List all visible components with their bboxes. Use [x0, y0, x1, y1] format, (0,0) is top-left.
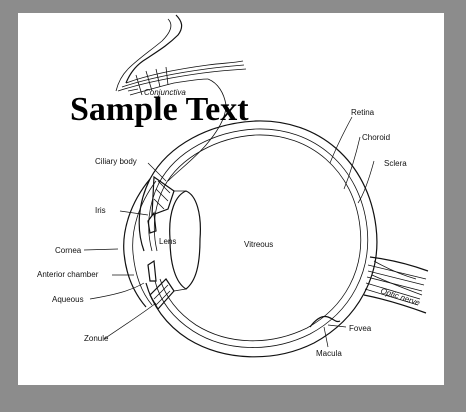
- labels: Conjunctiva Retina Choroid Sclera Ciliar…: [37, 88, 422, 358]
- eyelid-fold: [115, 14, 247, 182]
- diagram-frame: Conjunctiva Retina Choroid Sclera Ciliar…: [18, 13, 444, 385]
- label-retina: Retina: [351, 108, 375, 117]
- cornea-outline: [123, 178, 151, 308]
- label-conjunctiva: Conjunctiva: [144, 88, 186, 97]
- leader-lines: [83, 88, 375, 348]
- label-aqueous: Aqueous: [52, 295, 84, 304]
- eye-diagram: Conjunctiva Retina Choroid Sclera Ciliar…: [37, 14, 429, 358]
- label-ciliary-body: Ciliary body: [95, 157, 137, 166]
- lens: [169, 190, 201, 290]
- sclera-outline: [138, 120, 378, 358]
- label-choroid: Choroid: [362, 133, 390, 142]
- fovea-dip: [309, 315, 341, 328]
- label-sclera: Sclera: [384, 159, 407, 168]
- label-zonule: Zonule: [84, 334, 109, 343]
- retina-outline: [153, 134, 362, 342]
- label-iris: Iris: [95, 206, 106, 215]
- optic-nerve: [363, 256, 429, 314]
- label-anterior-chamber: Anterior chamber: [37, 270, 99, 279]
- watermark-text: Sample Text: [70, 91, 249, 128]
- label-fovea: Fovea: [349, 324, 372, 333]
- label-vitreous: Vitreous: [244, 240, 273, 249]
- label-lens: Lens: [159, 237, 176, 246]
- ciliary-body-iris: [147, 175, 187, 311]
- globe: [123, 120, 378, 358]
- label-macula: Macula: [316, 349, 342, 358]
- choroid-outline: [148, 128, 369, 348]
- label-cornea: Cornea: [55, 246, 82, 255]
